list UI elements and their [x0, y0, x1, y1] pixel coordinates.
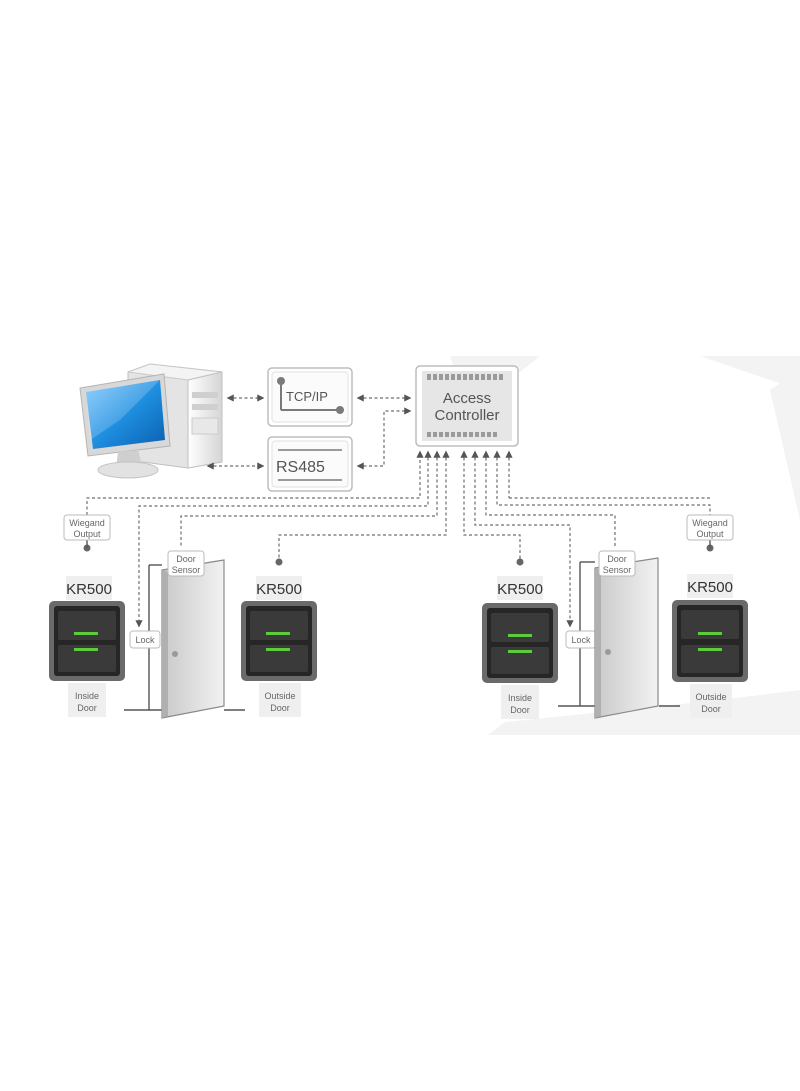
computer-icon — [79, 363, 223, 479]
right-outside-line1: Outside — [695, 692, 726, 702]
right-inside-reader: KR500 Inside Door — [482, 576, 558, 719]
access-controller-box: Access Controller — [415, 365, 519, 447]
left-wiegand-line1: Wiegand — [69, 518, 105, 528]
right-outside-reader: KR500 Outside Door — [672, 574, 748, 718]
right-door — [594, 557, 659, 719]
right-door-group: KR500 Inside Door Lock Door Sensor — [482, 514, 748, 719]
left-lock-label: Lock — [135, 635, 155, 645]
left-outside-reader-model: KR500 — [256, 581, 302, 598]
left-door — [161, 559, 225, 719]
left-inside-reader: KR500 Inside Door — [49, 576, 125, 717]
right-inside-line2: Door — [510, 705, 530, 715]
left-outside-line1: Outside — [264, 691, 295, 701]
right-door-sensor-line2: Sensor — [603, 565, 632, 575]
right-outside-reader-model: KR500 — [687, 579, 733, 596]
right-wiegand-link — [493, 450, 711, 515]
right-door-sensor-link — [482, 450, 616, 548]
left-lock-link — [135, 450, 432, 628]
controller-label-line1: Access — [443, 390, 491, 407]
right-outside-line2: Door — [701, 704, 721, 714]
right-door-sensor-line1: Door — [607, 554, 627, 564]
left-wiegand-line2: Output — [73, 529, 101, 539]
rs485-label: RS485 — [276, 459, 325, 476]
controller-label-line2: Controller — [434, 407, 499, 424]
right-inside-line1: Inside — [508, 693, 532, 703]
right-inside-reader-model: KR500 — [497, 581, 543, 598]
rs485-box: RS485 — [267, 436, 353, 492]
right-wiegand-line2: Output — [696, 529, 724, 539]
tcpip-label: TCP/IP — [286, 389, 328, 404]
left-door-sensor-link — [180, 450, 441, 548]
right-wiegand-line1: Wiegand — [692, 518, 728, 528]
tcpip-box: TCP/IP — [267, 367, 353, 427]
right-lock-label: Lock — [571, 635, 591, 645]
left-door-group: Wiegand Output KR500 Inside Door Lock — [49, 514, 317, 719]
left-outside-reader: KR500 Outside Door — [241, 576, 317, 717]
device-links — [86, 450, 711, 628]
left-inside-reader-model: KR500 — [66, 581, 112, 598]
left-outside-line2: Door — [270, 703, 290, 713]
left-door-sensor-line2: Sensor — [172, 565, 201, 575]
right-inside-reader-link — [460, 450, 521, 562]
rs485-controller-link — [356, 407, 412, 470]
left-outside-reader-link — [278, 450, 450, 562]
left-inside-line1: Inside — [75, 691, 99, 701]
left-inside-line2: Door — [77, 703, 97, 713]
left-door-sensor-line1: Door — [176, 554, 196, 564]
